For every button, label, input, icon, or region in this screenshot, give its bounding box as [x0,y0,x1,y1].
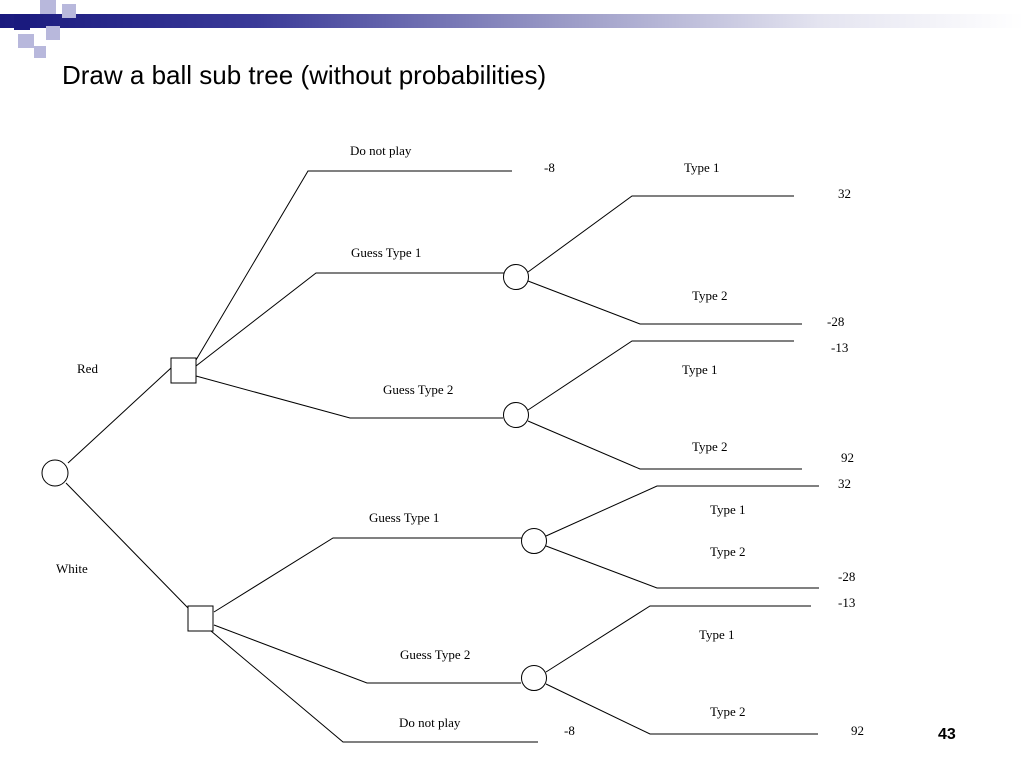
red-do-not-play-payoff: -8 [544,160,555,175]
r1-type1-payoff: 32 [838,186,851,201]
edge-root-red [67,367,172,464]
white-decision-node [187,605,214,632]
tree-nodes [41,264,547,691]
w1-type1-label: Type 1 [710,502,746,517]
r1-type2-label: Type 2 [692,288,728,303]
red-guess-type1-chance-node [503,264,529,290]
edge-red-do-not-play [195,170,512,361]
edge-r1-type2 [527,280,802,325]
w2-type1-payoff: -13 [838,595,855,610]
w1-type2-payoff: -28 [838,569,855,584]
edge-w2-type1 [545,605,811,673]
edge-red-guess-type2 [195,375,503,419]
r2-type1-payoff: -13 [831,340,848,355]
w2-type2-label: Type 2 [710,704,746,719]
page-number: 43 [938,726,956,743]
edge-r2-type2 [527,420,802,470]
red-guess-type2-chance-node [503,402,529,428]
root-chance-node [41,459,69,487]
decor-square-light [62,4,76,18]
branch-label-red: Red [77,361,98,376]
w2-type1-label: Type 1 [699,627,735,642]
edge-r2-type1 [527,340,794,411]
r2-type2-payoff: 92 [841,450,854,465]
decor-square-light [34,46,46,58]
edge-r1-type1 [527,195,794,273]
edge-white-do-not-play [210,630,538,743]
edge-w1-type2 [545,545,819,589]
tree-labels: Red White Do not play -8 Guess Type 1 Gu… [56,143,864,738]
slide-title: Draw a ball sub tree (without probabilit… [62,60,547,90]
red-guess-type2-label: Guess Type 2 [383,382,453,397]
edge-w2-type2 [545,683,818,735]
w1-type1-payoff: 32 [838,476,851,491]
edge-w1-type1 [545,485,819,537]
decor-square-light [40,0,56,14]
decor-square-dark [14,14,30,30]
red-do-not-play-label: Do not play [350,143,412,158]
white-do-not-play-payoff: -8 [564,723,575,738]
tree-edges [65,170,819,743]
edge-red-guess-type1 [195,272,504,367]
red-guess-type1-label: Guess Type 1 [351,245,421,260]
branch-label-white: White [56,561,88,576]
w1-type2-label: Type 2 [710,544,746,559]
red-decision-node [170,357,197,384]
edge-white-guess-type1 [213,537,522,613]
w2-type2-payoff: 92 [851,723,864,738]
r1-type2-payoff: -28 [827,314,844,329]
decor-square-light [46,26,60,40]
white-guess-type2-label: Guess Type 2 [400,647,470,662]
white-guess-type1-chance-node [521,528,547,554]
white-do-not-play-label: Do not play [399,715,461,730]
white-guess-type2-chance-node [521,665,547,691]
r1-type1-label: Type 1 [684,160,720,175]
decor-square-light [18,34,34,48]
header-gradient-bar [0,14,1024,28]
white-guess-type1-label: Guess Type 1 [369,510,439,525]
edge-white-guess-type2 [213,624,521,684]
edge-root-white [65,482,191,611]
r2-type1-label: Type 1 [682,362,718,377]
r2-type2-label: Type 2 [692,439,728,454]
